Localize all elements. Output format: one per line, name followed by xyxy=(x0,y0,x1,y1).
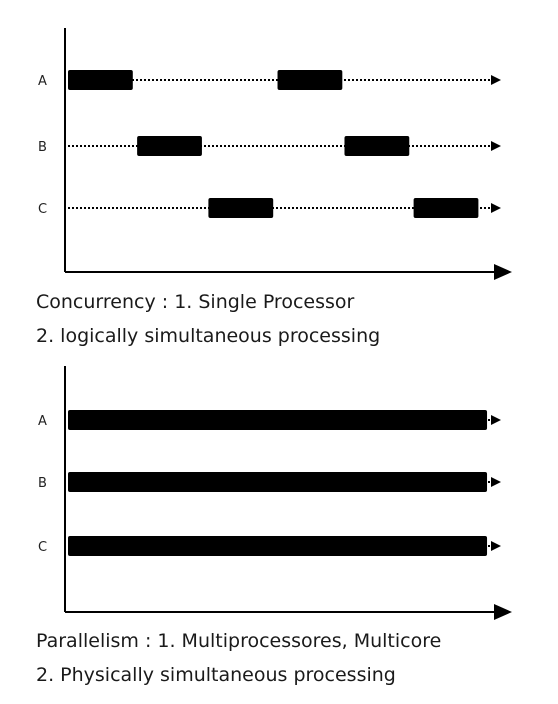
concurrency-execution-block-b-2 xyxy=(344,136,410,156)
parallelism-row-label-b: B xyxy=(38,476,47,491)
concurrency-row-label-b: B xyxy=(38,140,47,155)
concurrency-rows: A B C xyxy=(38,70,501,218)
parallelism-row-label-a: A xyxy=(38,414,47,429)
concurrency-x-axis-arrowhead xyxy=(494,264,512,280)
concurrency-execution-block-a-2 xyxy=(277,70,343,90)
concurrency-caption-line2: 2. logically simultaneous processing xyxy=(36,325,381,347)
concurrency-execution-block-a-1 xyxy=(68,70,133,90)
concurrency-row-label-a: A xyxy=(38,74,47,89)
concurrency-execution-block-b-1 xyxy=(137,136,202,156)
concurrency-execution-block-c-2 xyxy=(413,198,479,218)
concurrency-execution-block-c-1 xyxy=(208,198,274,218)
parallelism-execution-block-c-1 xyxy=(68,536,488,556)
parallelism-caption-line2: 2. Physically simultaneous processing xyxy=(36,664,396,686)
concurrency-row-a: A xyxy=(38,70,501,90)
parallelism-execution-block-a-1 xyxy=(68,410,488,430)
concurrency-caption-line1: Concurrency : 1. Single Processor xyxy=(36,291,355,313)
parallelism-rows: A B C xyxy=(38,410,501,556)
concurrency-row-label-c: C xyxy=(38,202,47,217)
parallelism-row-b: B xyxy=(38,472,501,492)
parallelism-panel: A B C xyxy=(38,366,512,620)
parallelism-row-c: C xyxy=(38,536,501,556)
parallelism-caption-line1: Parallelism : 1. Multiprocessores, Multi… xyxy=(36,630,442,652)
parallelism-execution-block-b-1 xyxy=(68,472,488,492)
concurrency-row-b: B xyxy=(38,136,501,156)
concurrency-panel: A B C xyxy=(38,28,512,280)
parallelism-x-axis-arrowhead xyxy=(494,604,512,620)
parallelism-row-a: A xyxy=(38,410,501,430)
concurrency-row-c: C xyxy=(38,198,501,218)
parallelism-row-label-c: C xyxy=(38,540,47,555)
